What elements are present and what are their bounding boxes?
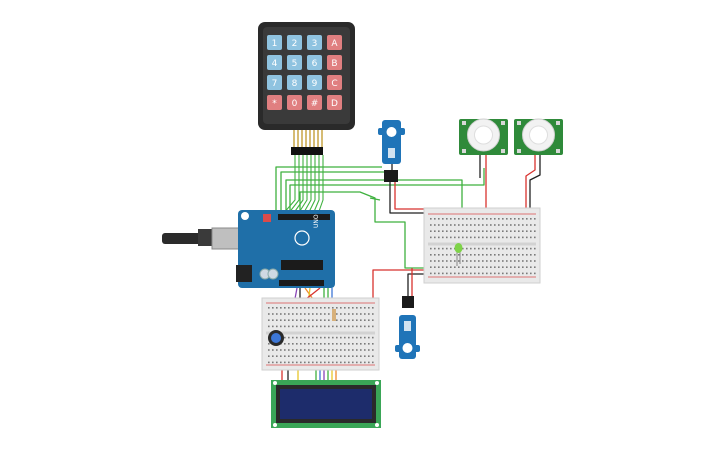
pir-sensor-right [514, 118, 563, 155]
wire [307, 155, 316, 215]
keypad-key-label: 8 [292, 79, 298, 89]
reset-button [263, 214, 271, 222]
keypad-key: D [327, 95, 342, 110]
keypad-key: # [307, 95, 322, 110]
lcd-display [271, 380, 381, 428]
wire [282, 155, 296, 215]
keypad-key-label: B [331, 59, 337, 69]
wire [525, 155, 536, 212]
keypad-connector [291, 147, 323, 155]
wire [369, 197, 381, 201]
servo-top [378, 120, 405, 164]
keypad-key-label: 7 [272, 79, 278, 89]
keypad-key: 3 [307, 35, 322, 50]
led [454, 243, 463, 266]
wire [289, 168, 485, 212]
wire [275, 166, 382, 212]
keypad-key-label: C [331, 79, 337, 89]
keypad-key: * [267, 95, 282, 110]
wire [302, 155, 312, 215]
arduino-model-label: UNO [313, 214, 320, 228]
potentiometer-knob [271, 333, 281, 343]
keypad-key-label: 2 [292, 39, 298, 49]
servo-bottom [395, 315, 420, 359]
keypad-key-label: 5 [292, 59, 298, 69]
keypad-key: 9 [307, 75, 322, 90]
pir-lens [529, 125, 548, 145]
keypad-key: C [327, 75, 342, 90]
wire [312, 155, 320, 215]
keypad-key: 0 [287, 95, 302, 110]
keypad-key-label: 1 [272, 39, 278, 49]
keypad-key: 8 [287, 75, 302, 90]
wire [394, 182, 428, 210]
wire [317, 155, 324, 215]
breadboard-left [261, 297, 380, 371]
keypad-key-label: 0 [292, 99, 298, 109]
keypad-key: 1 [267, 35, 282, 50]
pir-lens [474, 125, 493, 145]
resistor [332, 309, 336, 321]
analog-header [279, 280, 324, 286]
keypad-key-label: 6 [312, 59, 318, 69]
pir-sensor-left [459, 118, 508, 155]
digital-header-2 [278, 214, 290, 220]
servo-label [404, 321, 411, 331]
wire [299, 191, 436, 269]
keypad-ribbon [293, 130, 323, 148]
arduino-logo [294, 230, 310, 246]
usb-plug [198, 229, 212, 246]
servo-horn [386, 127, 397, 137]
keypad-key-label: 4 [272, 59, 278, 69]
servo-horn [402, 343, 413, 353]
keypad-key-label: 9 [312, 79, 318, 89]
keypad-key: B [327, 55, 342, 70]
keypad-key: 6 [307, 55, 322, 70]
power-jack [236, 265, 252, 282]
breadboard-right [423, 207, 541, 284]
keypad-keys: 1 2 3 A 4 5 6 B 7 8 9 C * 0 # D [267, 35, 342, 110]
lcd-screen [280, 389, 372, 419]
digital-header [290, 214, 330, 220]
wire [389, 182, 428, 214]
keypad-key-label: * [272, 99, 277, 109]
wire [280, 171, 384, 212]
keypad-key: A [327, 35, 342, 50]
servo-top-connector [384, 170, 398, 182]
arduino-board [238, 210, 335, 288]
servo-bottom-connector [402, 296, 414, 308]
led-lens [454, 243, 463, 253]
arduino-uno: UNO [162, 210, 335, 288]
keypad-key: 4 [267, 55, 282, 70]
keypad-key-label: # [311, 99, 319, 109]
mount-hole [241, 212, 249, 220]
keypad-key-label: A [331, 39, 338, 49]
usb-cable [162, 233, 202, 244]
wire [297, 155, 308, 215]
keypad-key: 5 [287, 55, 302, 70]
atmega-chip [281, 260, 323, 270]
keypad-key-label: D [331, 99, 338, 109]
wire [287, 155, 300, 215]
capacitor [267, 268, 279, 280]
keypad-key: 7 [267, 75, 282, 90]
keypad: 1 2 3 A 4 5 6 B 7 8 9 C * 0 # D [258, 22, 355, 155]
wire [292, 155, 304, 215]
keypad-key-label: 3 [312, 39, 318, 49]
keypad-key: 2 [287, 35, 302, 50]
servo-label [388, 148, 395, 158]
